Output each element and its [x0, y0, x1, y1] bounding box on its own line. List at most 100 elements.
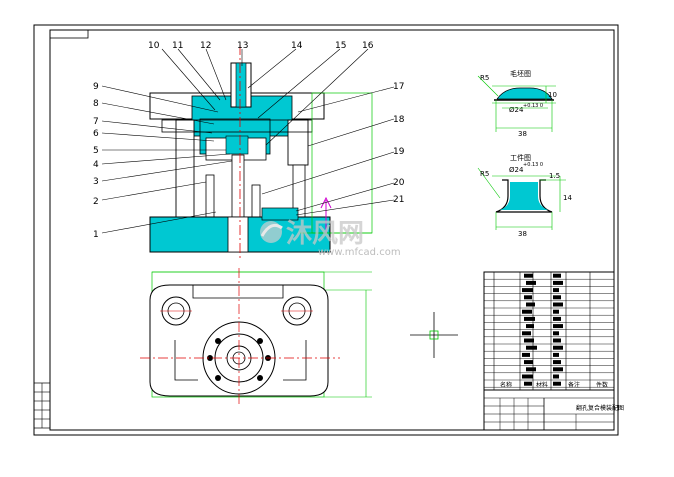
inner-border [49, 29, 615, 431]
bom-row-mark [553, 302, 563, 307]
outer-border [33, 24, 619, 436]
bom-row-mark [526, 324, 534, 329]
watermark: 沐风网 www.mfcad.com [260, 219, 401, 258]
bom-row-mark [524, 273, 533, 278]
part-label-6: 6 [93, 129, 99, 139]
workpiece-profile [495, 179, 553, 213]
workpiece-tolerance: +0.13 0 [523, 162, 543, 168]
bom-row-mark [553, 316, 561, 321]
workpiece-detail: 工件图 R5 Ø24 +0.13 0 1.5 14 38 [477, 153, 572, 238]
part-label-2: 2 [93, 197, 99, 207]
part-label-8: 8 [93, 99, 99, 109]
bom-row-mark [553, 360, 561, 365]
workpiece-width: 38 [518, 230, 527, 238]
blank-title: 毛坯图 [510, 69, 531, 78]
bom-row-mark [553, 374, 559, 379]
corner-tag [49, 29, 89, 39]
part-leaders [101, 48, 395, 234]
bom-row-mark [553, 324, 563, 329]
bom-row-mark [524, 360, 533, 365]
blank-radius: R5 [480, 74, 489, 82]
blank-tolerance: +0.13 0 [523, 103, 543, 109]
part-label-5: 5 [93, 146, 99, 156]
workpiece-diameter: Ø24 [509, 166, 524, 174]
col-name: 名称 [500, 381, 512, 389]
screw-hole-3 [215, 375, 221, 381]
part-label-16: 16 [362, 41, 374, 51]
bom-row-mark [522, 331, 531, 336]
workpiece-height: 14 [563, 194, 572, 202]
part-label-17: 17 [393, 82, 404, 92]
part-label-11: 11 [172, 41, 183, 51]
bom-row-mark [524, 316, 535, 321]
bom-row-mark [522, 288, 533, 293]
bom-row-mark [526, 302, 535, 307]
bom-row-mark [522, 352, 530, 357]
watermark-url: www.mfcad.com [318, 247, 401, 258]
watermark-logo-icon [260, 221, 283, 243]
die-block [261, 207, 299, 221]
workpiece-title: 工件图 [510, 153, 531, 162]
crosshair-icon [410, 312, 458, 358]
bom-row-mark [553, 273, 561, 278]
plan-view [140, 268, 372, 405]
bom-row-mark [526, 280, 536, 285]
part-label-7: 7 [93, 117, 99, 127]
bom-row-mark [553, 381, 561, 386]
screw-hole-2 [257, 338, 263, 344]
bom-row-mark [553, 338, 561, 343]
bom-row-mark [553, 345, 563, 350]
bom-row-mark [526, 367, 536, 372]
part-label-4: 4 [93, 160, 99, 170]
lower-bore [227, 216, 249, 253]
punch [225, 135, 249, 155]
drawing-title: 翻孔复合模装配图 [576, 404, 624, 412]
part-label-19: 19 [393, 147, 405, 157]
bom-row-mark [524, 295, 532, 300]
part-label-18: 18 [393, 115, 405, 125]
guide-bush-right [287, 119, 309, 166]
bom-row-mark [553, 367, 563, 372]
screw-hole-5 [207, 355, 213, 361]
part-numbers: 1 2 3 4 5 6 7 8 9 10 11 12 13 14 15 16 1… [93, 41, 405, 240]
bom-rows [484, 273, 614, 388]
blank-diameter: Ø24 [509, 106, 524, 114]
col-material: 材料 [536, 381, 548, 389]
shank-bore [235, 62, 247, 108]
watermark-brand: 沐风网 [286, 219, 364, 249]
part-label-15: 15 [335, 41, 346, 51]
blank-detail: 毛坯图 R5 Ø24 +0.13 0 10 38 [477, 69, 557, 138]
bom-row-mark [526, 345, 537, 350]
part-label-1: 1 [93, 230, 99, 240]
part-label-9: 9 [93, 82, 99, 92]
blank-width: 38 [518, 130, 527, 138]
workpiece-offset: 1.5 [549, 172, 560, 180]
bom-row-mark [524, 381, 532, 386]
bom-row-mark [553, 331, 559, 336]
part-label-12: 12 [200, 41, 211, 51]
bom-row-mark [522, 374, 533, 379]
bom-row-mark [553, 295, 561, 300]
bom-row-mark [553, 309, 559, 314]
bom-row-mark [553, 280, 563, 285]
left-margin-table [33, 382, 51, 429]
workpiece-radius: R5 [480, 170, 489, 178]
part-label-10: 10 [148, 41, 160, 51]
part-label-20: 20 [393, 178, 405, 188]
part-label-3: 3 [93, 177, 99, 187]
part-label-13: 13 [237, 41, 248, 51]
col-qty: 件数 [596, 381, 608, 389]
screw-hole-1 [215, 338, 221, 344]
screw-hole-4 [257, 375, 263, 381]
bom-row-mark [524, 338, 534, 343]
bom-row-mark [553, 352, 559, 357]
col-remark: 备注 [568, 381, 580, 389]
part-label-21: 21 [393, 195, 404, 205]
part-label-14: 14 [291, 41, 303, 51]
bom-row-mark [522, 309, 532, 314]
title-block: 名称 材料 备注 件数 翻孔复合模装配图 [483, 271, 624, 431]
blank-height: 10 [548, 91, 557, 99]
bom-row-mark [553, 288, 559, 293]
